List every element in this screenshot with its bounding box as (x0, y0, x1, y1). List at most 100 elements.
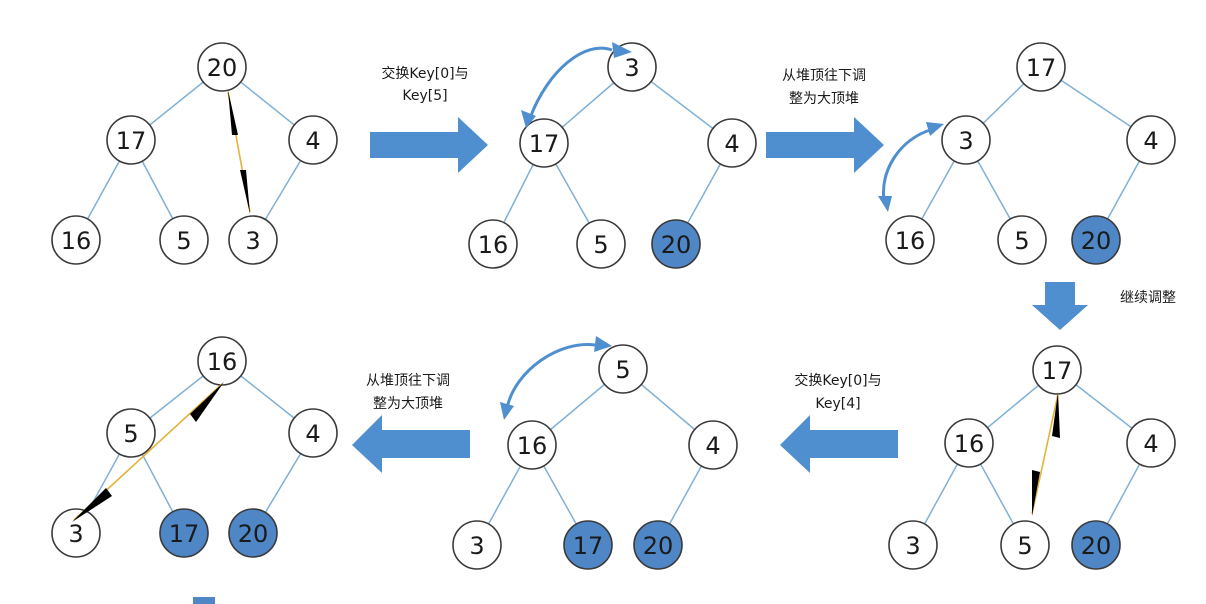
heap-node: 20 (197, 42, 247, 92)
heap-node-circle (51, 508, 101, 558)
heap-node: 3 (51, 508, 101, 558)
heap-node: 17 (563, 520, 613, 570)
heap-node-circle (519, 118, 569, 168)
heap-node-label: 20 (643, 532, 674, 560)
heap-node-label: 16 (207, 348, 238, 376)
heap-node: 4 (288, 115, 338, 165)
heap-node-label: 16 (954, 430, 985, 458)
heap-node-circle (228, 508, 278, 558)
heap-node: 4 (688, 420, 738, 470)
heap-node-label: 4 (1143, 127, 1158, 155)
curve-arrow-t2 (521, 42, 632, 128)
heap-node-circle (997, 215, 1047, 265)
heap-node-circle (106, 408, 156, 458)
caption-step5-line1: 从堆顶往下调 (366, 373, 450, 389)
heap-tree-t5: 5 16 4 3 17 20 (452, 344, 738, 570)
heap-node-circle (563, 520, 613, 570)
heap-node-circle (885, 215, 935, 265)
heap-node-circle (707, 118, 757, 168)
heap-node: 3 (228, 215, 278, 265)
heap-node-circle (1126, 418, 1176, 468)
heap-node-circle (228, 215, 278, 265)
heap-tree-t4: 17 16 4 3 5 20 (888, 345, 1176, 570)
heap-node: 20 (1071, 520, 1121, 570)
heap-node-label: 5 (615, 356, 630, 384)
heap-node: 5 (106, 408, 156, 458)
heap-node-circle (288, 115, 338, 165)
heap-node: 4 (707, 118, 757, 168)
heap-node-circle (888, 520, 938, 570)
caption-step4-line1: 交换Key[0]与 (794, 372, 881, 389)
caption-step3: 继续调整 (1120, 289, 1176, 306)
heap-node-circle (598, 344, 648, 394)
heap-node: 17 (1016, 42, 1066, 92)
step-arrow-left-1 (780, 415, 898, 473)
heap-node-circle (197, 42, 247, 92)
heap-node: 3 (452, 520, 502, 570)
heap-node-label: 5 (1017, 532, 1032, 560)
heap-node-label: 5 (123, 420, 138, 448)
heap-node: 16 (197, 336, 247, 386)
step-arrow-down (1032, 282, 1088, 330)
heap-node-label: 3 (905, 532, 920, 560)
heap-node-circle (1032, 345, 1082, 395)
heap-node-circle (576, 219, 626, 269)
heap-node: 16 (885, 215, 935, 265)
caption-step5-line2: 整为大顶堆 (373, 396, 443, 412)
heap-node-label: 5 (176, 227, 191, 255)
heap-node: 17 (159, 508, 209, 558)
heap-node-label: 17 (169, 520, 200, 548)
heap-node: 16 (507, 420, 557, 470)
heap-node: 20 (228, 508, 278, 558)
heap-node-label: 3 (245, 227, 260, 255)
heap-node-circle (633, 520, 683, 570)
heap-node-label: 17 (573, 532, 604, 560)
caption-step4-line2: Key[4] (815, 396, 860, 412)
heap-node-label: 17 (1042, 357, 1073, 385)
caption-step2-line2: 整为大顶堆 (789, 91, 859, 107)
heap-node: 4 (1126, 115, 1176, 165)
heap-node-circle (159, 215, 209, 265)
heap-node-label: 3 (958, 127, 973, 155)
heap-node-circle (1071, 520, 1121, 570)
heap-node: 5 (997, 215, 1047, 265)
heap-node-label: 16 (517, 432, 548, 460)
heap-node-circle (51, 215, 101, 265)
heap-tree-t3: 17 3 4 16 5 20 (885, 42, 1176, 265)
step-arrow-right-2 (766, 117, 884, 173)
heap-node-circle (106, 115, 156, 165)
heap-node-label: 5 (1014, 227, 1029, 255)
heap-node-circle (688, 420, 738, 470)
heap-node: 17 (519, 118, 569, 168)
heap-node-label: 20 (661, 231, 692, 259)
heap-node: 4 (1126, 418, 1176, 468)
heap-node-label: 4 (1143, 430, 1158, 458)
heap-node-label: 4 (705, 432, 720, 460)
caption-step1-line1: 交换Key[0]与 (381, 65, 468, 82)
heap-node-label: 3 (68, 520, 83, 548)
heap-node: 20 (651, 219, 701, 269)
heap-node-circle (1126, 115, 1176, 165)
legend-swatch (193, 597, 215, 604)
heap-node-label: 20 (238, 520, 269, 548)
heap-node: 3 (888, 520, 938, 570)
heap-node-label: 20 (207, 54, 238, 82)
heap-node: 16 (944, 418, 994, 468)
heap-node: 17 (106, 115, 156, 165)
heap-node-circle (288, 408, 338, 458)
heap-node-label: 4 (305, 127, 320, 155)
heap-node-label: 4 (724, 130, 739, 158)
heap-node-circle (941, 115, 991, 165)
heap-node-label: 16 (895, 227, 926, 255)
heap-node-label: 5 (593, 231, 608, 259)
curve-arrow-t5 (500, 336, 612, 420)
heap-node: 20 (1071, 215, 1121, 265)
heap-node-circle (944, 418, 994, 468)
heap-node: 20 (633, 520, 683, 570)
heap-node-circle (1016, 42, 1066, 92)
heap-node-circle (159, 508, 209, 558)
